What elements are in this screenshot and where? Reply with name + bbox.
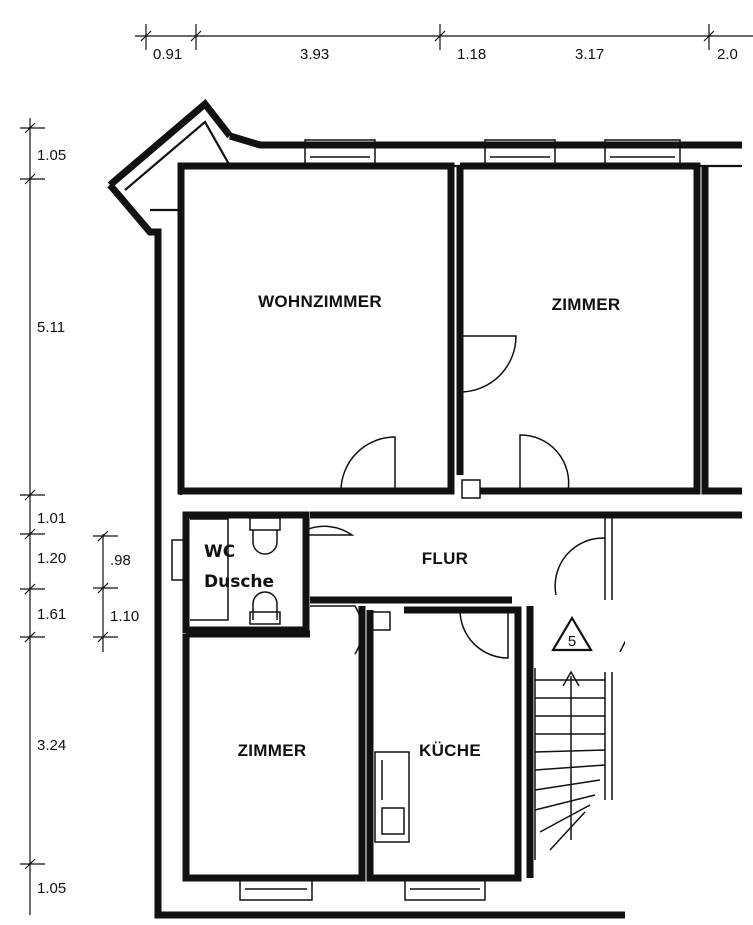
top-dimension-chain: 0.91 3.93 1.18 3.17 2.0 [135, 24, 753, 63]
room-label-kueche: KÜCHE [419, 741, 481, 760]
room-wohnzimmer: WOHNZIMMER [177, 162, 455, 495]
left-dimension-chain: 1.05 5.11 1.01 1.20 1.61 3.24 1.05 [20, 118, 66, 915]
left-dim-1: 1.05 [37, 147, 66, 164]
cropped-area [625, 600, 753, 925]
window-kueche [404, 877, 486, 901]
top-dim-1: 0.91 [153, 46, 182, 63]
left-dim-5: 1.61 [37, 606, 66, 623]
room-wc-dusche: WC Dusche [171, 511, 355, 634]
left-dim-2: 5.11 [37, 319, 65, 336]
shaft-1 [461, 479, 481, 499]
inner-dim-2: 1.10 [110, 608, 139, 625]
room-zimmer-top: ZIMMER [456, 162, 742, 495]
room-label-wc: WC [204, 542, 235, 562]
left-dim-4: 1.20 [37, 550, 66, 567]
top-dim-2: 3.93 [300, 46, 329, 63]
inner-dimension-chain: .98 1.10 [93, 530, 139, 652]
room-label-zimmer-top: ZIMMER [552, 295, 621, 314]
top-dim-4: 3.17 [575, 46, 604, 63]
room-label-zimmer-bottom: ZIMMER [238, 741, 307, 760]
left-dim-3: 1.01 [37, 510, 66, 527]
flur: FLUR [310, 511, 742, 604]
room-kueche: KÜCHE [366, 606, 522, 882]
room-label-wohnzimmer: WOHNZIMMER [258, 292, 382, 311]
room-label-flur: FLUR [422, 549, 469, 568]
staircase: 5 [526, 606, 629, 878]
top-dim-3: 1.18 [457, 46, 486, 63]
window-zimmer-bottom [239, 877, 313, 901]
top-dim-5: 2.0 [717, 46, 738, 63]
room-zimmer-bottom: ZIMMER [182, 605, 366, 882]
room-label-dusche: Dusche [204, 572, 274, 592]
left-dim-7: 1.05 [37, 880, 66, 897]
left-dim-6: 3.24 [37, 737, 66, 754]
doors-top [340, 335, 570, 492]
stair-number: 5 [568, 633, 576, 650]
inner-dim-1: .98 [110, 552, 131, 569]
